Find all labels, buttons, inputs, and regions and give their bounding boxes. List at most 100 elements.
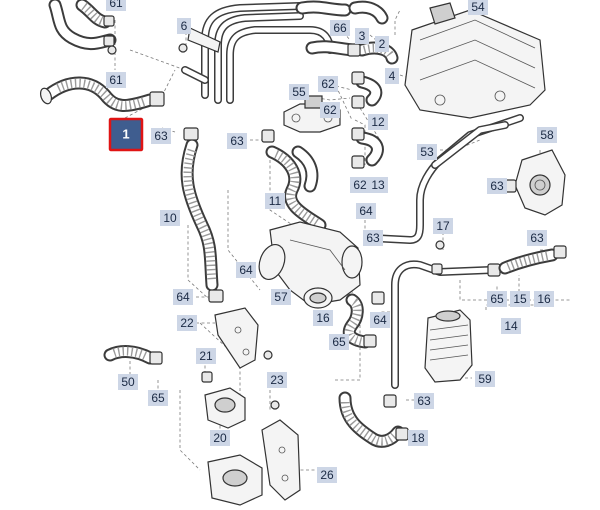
callout-65[interactable]: 65: [148, 390, 168, 406]
callout-label: 3: [359, 29, 366, 43]
callout-6[interactable]: 6: [177, 18, 191, 34]
callout-16[interactable]: 16: [313, 310, 333, 326]
callout-57[interactable]: 57: [271, 289, 291, 305]
callout-box: [417, 144, 437, 160]
callout-12[interactable]: 12: [368, 114, 388, 130]
callout-label: 16: [537, 292, 551, 306]
callout-58[interactable]: 58: [537, 127, 557, 143]
callout-box: [385, 68, 399, 84]
callout-22[interactable]: 22: [177, 315, 197, 331]
callout-box: [355, 28, 369, 44]
callout-62[interactable]: 62: [320, 102, 340, 118]
callout-label: 18: [411, 431, 425, 445]
callout-20[interactable]: 20: [210, 430, 230, 446]
callout-box: [236, 262, 256, 278]
callout-64[interactable]: 64: [370, 312, 390, 328]
callout-10[interactable]: 10: [160, 210, 180, 226]
callout-label: 63: [530, 231, 544, 245]
callout-box: [330, 20, 350, 36]
callout-63[interactable]: 63: [227, 133, 247, 149]
callout-label: 13: [371, 178, 385, 192]
callout-label: 17: [436, 219, 450, 233]
highlighted-callout-label: 1: [122, 127, 129, 142]
callout-label: 64: [359, 204, 373, 218]
callout-21[interactable]: 21: [196, 348, 216, 364]
callout-63[interactable]: 63: [151, 128, 171, 144]
callout-61[interactable]: 61: [106, 72, 126, 88]
callout-label: 62: [323, 103, 337, 117]
callout-box: [118, 374, 138, 390]
callout-label: 64: [373, 313, 387, 327]
callout-label: 15: [513, 292, 527, 306]
callout-label: 14: [504, 319, 518, 333]
callout-label: 16: [316, 311, 330, 325]
hose-part-1[interactable]: [39, 76, 157, 112]
callout-label: 65: [490, 292, 504, 306]
callout-64[interactable]: 64: [356, 203, 376, 219]
callout-16[interactable]: 16: [534, 291, 554, 307]
callout-64[interactable]: 64: [173, 289, 193, 305]
callout-box: [408, 430, 428, 446]
oil-cooler-part-59: [424, 309, 473, 383]
pump-part-20: [201, 371, 246, 429]
callout-62[interactable]: 62: [350, 177, 370, 193]
callout-63[interactable]: 63: [363, 230, 383, 246]
callout-label: 62: [353, 178, 367, 192]
callout-label: 4: [389, 69, 396, 83]
bracket-part-26: [261, 419, 301, 501]
hose-part-18: [338, 391, 409, 448]
callout-66[interactable]: 66: [330, 20, 350, 36]
callout-box: [151, 128, 171, 144]
callout-65[interactable]: 65: [487, 291, 507, 307]
callout-box: [265, 193, 285, 209]
pipe-bundle-upper: [181, 2, 334, 143]
callout-box: [527, 230, 547, 246]
hose-part-16-left: [342, 291, 385, 349]
highlighted-callout-part-1[interactable]: 1: [108, 117, 144, 152]
callout-17[interactable]: 17: [433, 218, 453, 234]
callout-box: [375, 36, 389, 52]
callout-65[interactable]: 65: [329, 334, 349, 350]
callout-61[interactable]: 61: [106, 0, 126, 11]
hose-part-10: [149, 91, 224, 303]
callout-26[interactable]: 26: [317, 467, 337, 483]
callout-18[interactable]: 18: [408, 430, 428, 446]
callout-59[interactable]: 59: [475, 371, 495, 387]
callout-box: [318, 76, 338, 92]
callout-13[interactable]: 13: [368, 177, 388, 193]
callout-label: 21: [199, 349, 213, 363]
callout-box: [177, 315, 197, 331]
callout-63[interactable]: 63: [527, 230, 547, 246]
callout-box: [148, 390, 168, 406]
callout-55[interactable]: 55: [289, 84, 309, 100]
callout-62[interactable]: 62: [318, 76, 338, 92]
callout-50[interactable]: 50: [118, 374, 138, 390]
callout-14[interactable]: 14: [501, 318, 521, 334]
callout-box: [414, 393, 434, 409]
callout-label: 54: [471, 0, 485, 14]
callout-53[interactable]: 53: [417, 144, 437, 160]
callout-15[interactable]: 15: [510, 291, 530, 307]
callout-63[interactable]: 63: [414, 393, 434, 409]
callout-label: 66: [333, 21, 347, 35]
callout-box: [106, 72, 126, 88]
callout-box: [363, 230, 383, 246]
callout-label: 2: [379, 37, 386, 51]
callout-box: [196, 348, 216, 364]
callout-box: [267, 372, 287, 388]
callout-63[interactable]: 63: [487, 178, 507, 194]
callout-2[interactable]: 2: [375, 36, 389, 52]
callout-3[interactable]: 3: [355, 28, 369, 44]
callout-11[interactable]: 11: [265, 193, 285, 209]
callout-4[interactable]: 4: [385, 68, 399, 84]
callout-label: 22: [180, 316, 194, 330]
callout-label: 12: [371, 115, 385, 129]
callout-label: 64: [239, 263, 253, 277]
callout-54[interactable]: 54: [468, 0, 488, 15]
callout-64[interactable]: 64: [236, 262, 256, 278]
callout-label: 63: [490, 179, 504, 193]
callout-23[interactable]: 23: [267, 372, 287, 388]
callout-box: [210, 430, 230, 446]
